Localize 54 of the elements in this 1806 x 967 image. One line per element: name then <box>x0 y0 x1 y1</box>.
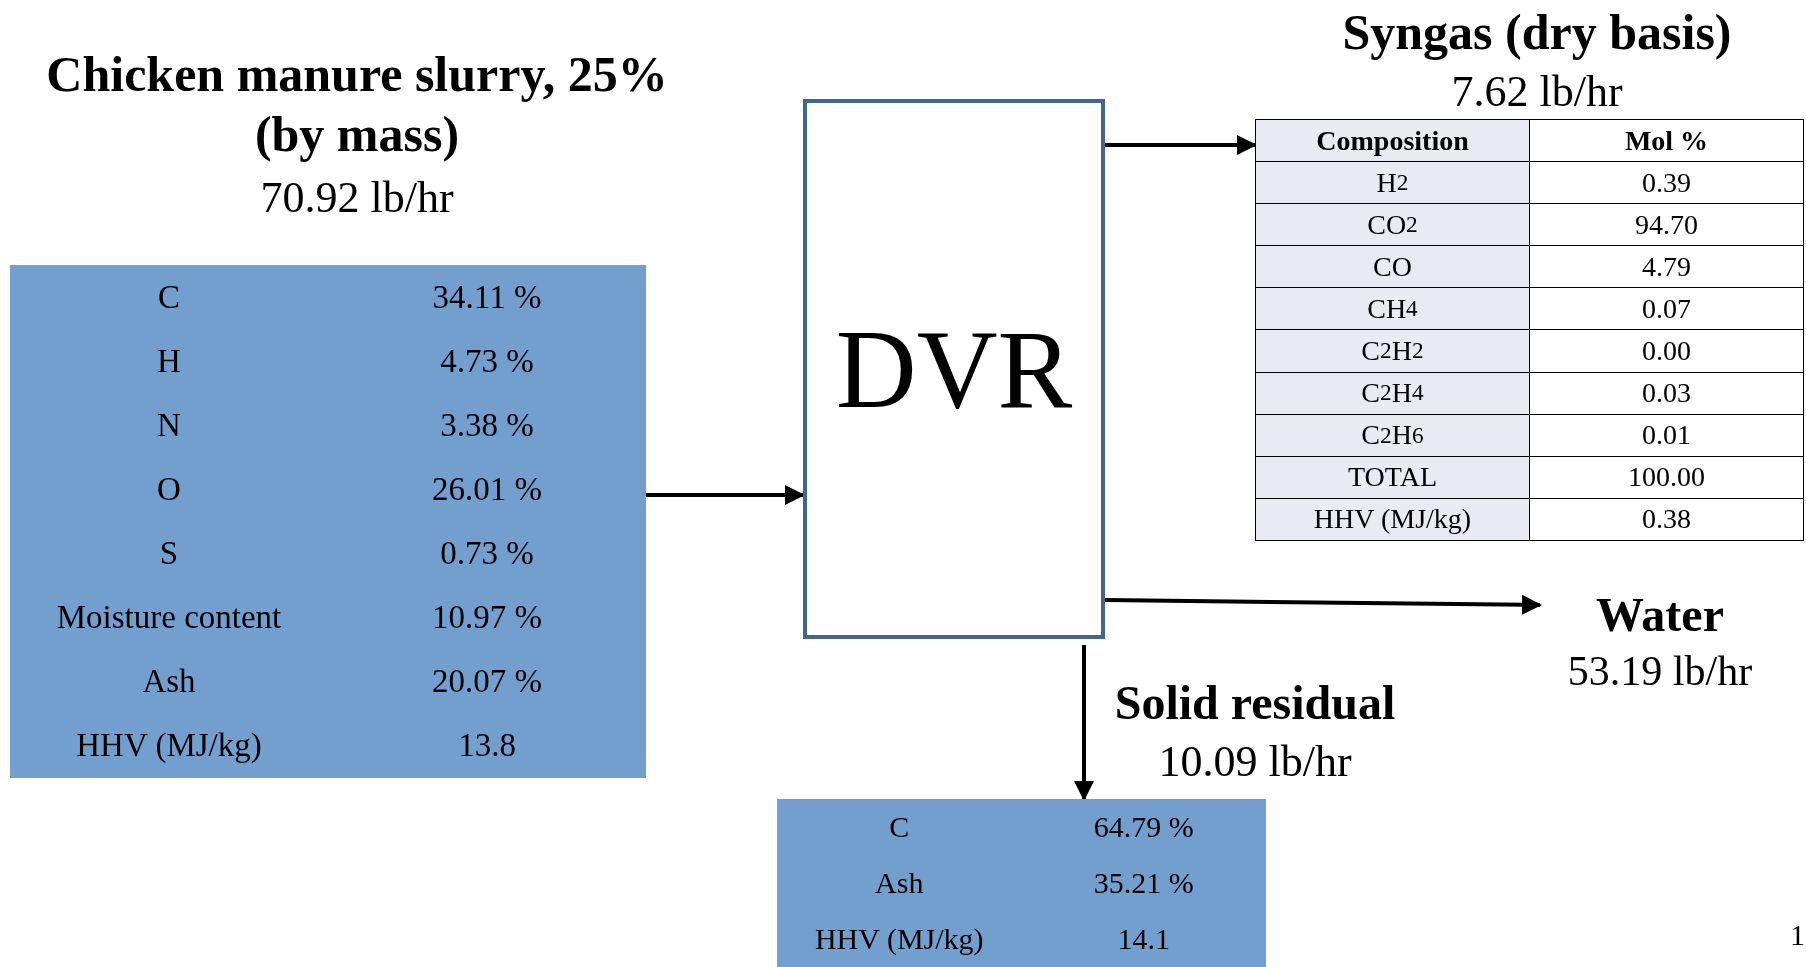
page-number: 1 <box>1790 918 1805 952</box>
header-cell: Mol % <box>1530 120 1804 163</box>
table-text: 0.73 % <box>440 535 534 573</box>
table-text: HHV (MJ/kg) <box>814 922 984 956</box>
table-text: H <box>157 342 181 380</box>
table-text: 34.11 % <box>432 278 542 316</box>
table-text: 20.07 % <box>432 663 542 701</box>
header-cell: Composition <box>1256 120 1530 163</box>
table-cell: 0.07 <box>1530 288 1804 331</box>
table-cell: CO <box>1256 246 1530 289</box>
table-cell: HHV (MJ/kg) <box>1256 498 1530 541</box>
table-text: C <box>889 810 910 844</box>
process-label: DVR <box>835 313 1073 425</box>
table-cell: 0.38 <box>1530 498 1804 541</box>
stream-label: 7.62 lb/hr <box>1450 66 1624 118</box>
table-cell: TOTAL <box>1256 456 1530 499</box>
stream-label: 53.19 lb/hr <box>1566 647 1754 696</box>
table-background <box>777 799 1266 967</box>
stream-label: Syngas (dry basis) <box>1341 3 1733 62</box>
table-text: 14.1 <box>1117 922 1170 956</box>
table-text: Ash <box>875 866 924 900</box>
table-cell: 94.70 <box>1530 204 1804 247</box>
table-text: 3.38 % <box>440 406 534 444</box>
table-text: O <box>157 470 181 508</box>
stream-label: 10.09 lb/hr <box>1157 736 1353 788</box>
table-text: 26.01 % <box>432 470 542 508</box>
table-text: S <box>159 535 179 573</box>
table-text: Ash <box>142 663 196 701</box>
table-cell: 0.03 <box>1530 372 1804 415</box>
table-text: 13.8 <box>458 727 516 765</box>
table-background <box>10 265 646 778</box>
stream-label: Water <box>1595 587 1725 643</box>
arrow <box>646 485 805 505</box>
table-text: C <box>158 278 180 316</box>
stream-label: 70.92 lb/hr <box>259 172 455 224</box>
table-cell: 0.39 <box>1530 162 1804 205</box>
table-text: 35.21 % <box>1093 866 1194 900</box>
table-text: 4.73 % <box>440 342 534 380</box>
table-text: N <box>157 406 181 444</box>
table-text: HHV (MJ/kg) <box>76 727 262 765</box>
arrow <box>1105 135 1257 155</box>
table-cell: 4.79 <box>1530 246 1804 289</box>
stream-label: Chicken manure slurry, 25% (by mass) <box>45 45 669 164</box>
process-box <box>803 99 1105 639</box>
table-cell: 0.01 <box>1530 414 1804 457</box>
stream-label: Solid residual <box>1113 675 1397 731</box>
table-cell: 100.00 <box>1530 456 1804 499</box>
table-text: 10.97 % <box>432 599 542 637</box>
table-cell: 0.00 <box>1530 330 1804 373</box>
arrow <box>1074 645 1094 801</box>
arrow <box>1104 594 1542 615</box>
table-text: 64.79 % <box>1093 810 1194 844</box>
composition-table <box>1255 119 1804 541</box>
table-text: Moisture content <box>56 599 282 637</box>
